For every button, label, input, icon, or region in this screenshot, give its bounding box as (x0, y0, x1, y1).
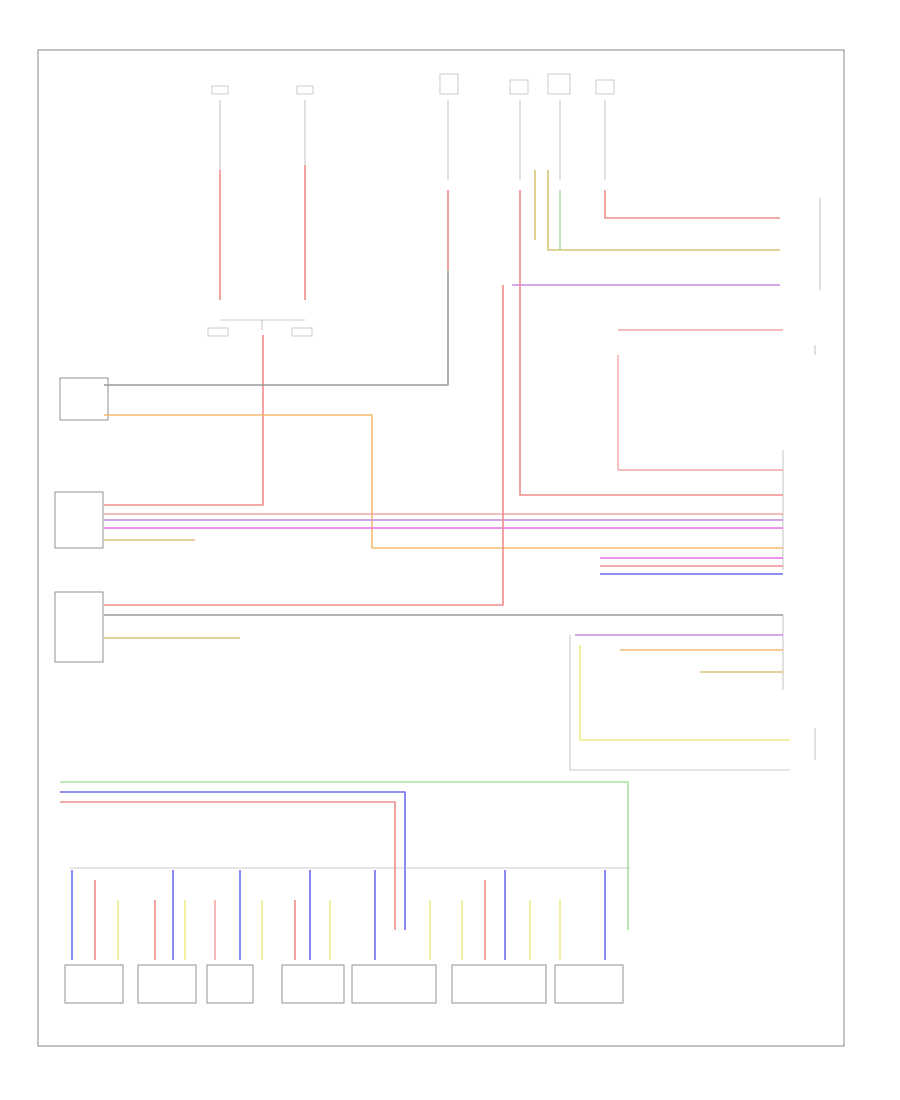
wire-yellow (579, 645, 790, 741)
component-bottom-module-3 (206, 964, 254, 1004)
component-bottom-module-5 (351, 964, 437, 1004)
component-unit-left-lower (54, 591, 104, 663)
wire-tan (547, 170, 780, 251)
wire-orange (104, 414, 783, 549)
component-bottom-module-1 (64, 964, 124, 1004)
wire-red (519, 190, 783, 496)
fuse-pair (207, 319, 313, 337)
wire-red (604, 190, 780, 219)
component-bottom-module-7 (554, 964, 624, 1004)
component-module-left (54, 491, 104, 549)
wire-green (60, 781, 629, 930)
wire-gray (104, 270, 449, 386)
right-rails (569, 198, 821, 771)
wire-red (60, 801, 396, 930)
diagram-frame (37, 49, 845, 1047)
wire-red (104, 285, 504, 606)
component-bottom-module-2 (137, 964, 197, 1004)
wires (60, 165, 790, 960)
component-bottom-module-4 (281, 964, 345, 1004)
wire-blue (60, 791, 406, 930)
top-fuse-sources (211, 73, 615, 180)
component-switch-upper (59, 377, 109, 421)
component-bottom-module-6 (451, 964, 547, 1004)
wire-red (104, 335, 264, 506)
